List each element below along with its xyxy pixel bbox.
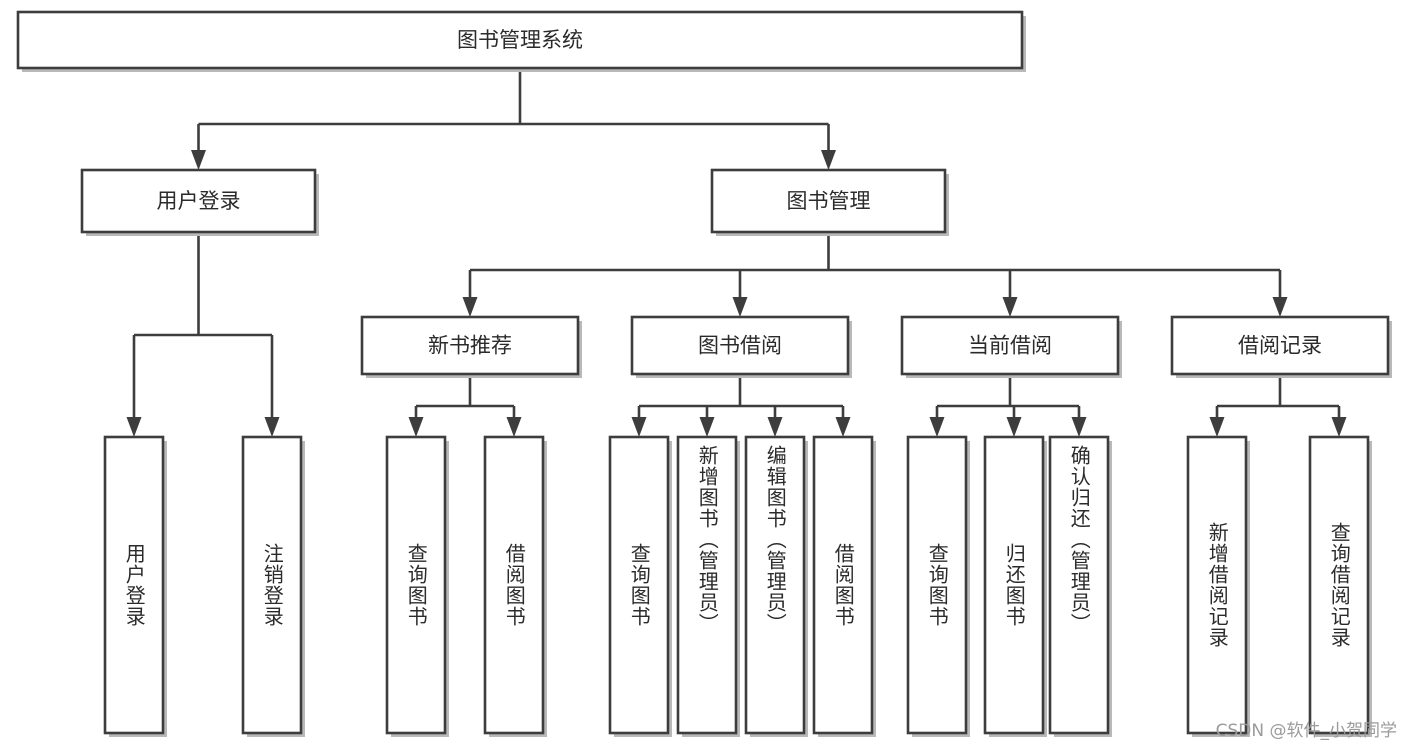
- level2-node-图书管理[interactable]: 图书管理: [710, 168, 949, 236]
- node-label: 当前借阅: [968, 334, 1052, 358]
- leaf-node-用户登录[interactable]: [103, 435, 167, 737]
- level3-branch-图书借阅-head: [732, 297, 748, 317]
- node-label: 图书管理系统: [457, 28, 583, 52]
- level3-branch-借阅记录-head: [1272, 297, 1288, 317]
- leaf-node-查询图书[interactable]: [385, 435, 449, 737]
- leaf-branch-查询图书-head: [408, 417, 424, 437]
- watermark: CSDN @软件_小贺同学: [1215, 721, 1397, 741]
- leaf-branch-归还图书-head: [1006, 417, 1022, 437]
- leaf-branch-确认归还管理员-head: [1071, 417, 1087, 437]
- level3-node-图书借阅[interactable]: 图书借阅: [630, 315, 852, 378]
- level2-node-用户登录[interactable]: 用户登录: [80, 168, 319, 236]
- node-label: 借阅记录: [1238, 334, 1322, 358]
- level3-node-新书推荐[interactable]: 新书推荐: [360, 315, 582, 378]
- leaf-node-查询图书[interactable]: [608, 435, 672, 737]
- level2-branch-用户登录-head: [191, 150, 206, 170]
- leaf-branch-查询图书-head: [631, 417, 647, 437]
- leaf-node-注销登录[interactable]: [241, 435, 305, 737]
- node-label: 图书管理: [787, 189, 871, 213]
- node-label: 图书借阅: [698, 334, 782, 358]
- node-label: 新书推荐: [428, 334, 512, 358]
- leaf-branch-查询借阅记录-head: [1331, 417, 1347, 437]
- leaf-node-编辑图书管理员[interactable]: [744, 435, 808, 737]
- leaf-node-新增借阅记录[interactable]: [1186, 435, 1250, 737]
- leaf-node-查询图书[interactable]: [906, 435, 970, 737]
- level3-node-当前借阅[interactable]: 当前借阅: [900, 315, 1122, 378]
- level3-node-借阅记录[interactable]: 借阅记录: [1170, 315, 1392, 378]
- leaf-branch-借阅图书-head: [506, 417, 522, 437]
- leaf-branch-新增图书管理员-head: [699, 417, 715, 437]
- level3-branch-当前借阅-head: [1002, 297, 1018, 317]
- leaf-node-新增图书管理员[interactable]: [676, 435, 740, 737]
- leaf-branch-借阅图书-head: [835, 417, 851, 437]
- node-label: 用户登录: [157, 189, 241, 213]
- connector-layer: [126, 68, 1347, 437]
- level2-branch-图书管理-head: [821, 150, 836, 170]
- leaf-branch-查询图书-head: [929, 417, 945, 437]
- root-node-图书管理系统[interactable]: 图书管理系统: [16, 10, 1026, 72]
- leaf-node-借阅图书[interactable]: [483, 435, 547, 737]
- leaf-node-查询借阅记录[interactable]: [1308, 435, 1372, 737]
- leaf-node-借阅图书[interactable]: [812, 435, 876, 737]
- leaf-node-归还图书[interactable]: [983, 435, 1047, 737]
- leaf-branch-编辑图书管理员-head: [767, 417, 783, 437]
- leaf-node-确认归还管理员[interactable]: [1048, 435, 1112, 737]
- leaf-branch-新增借阅记录-head: [1209, 417, 1225, 437]
- leaf-branch-用户登录-head: [126, 417, 142, 437]
- level3-branch-新书推荐-head: [462, 297, 478, 317]
- leaf-branch-注销登录-head: [264, 417, 280, 437]
